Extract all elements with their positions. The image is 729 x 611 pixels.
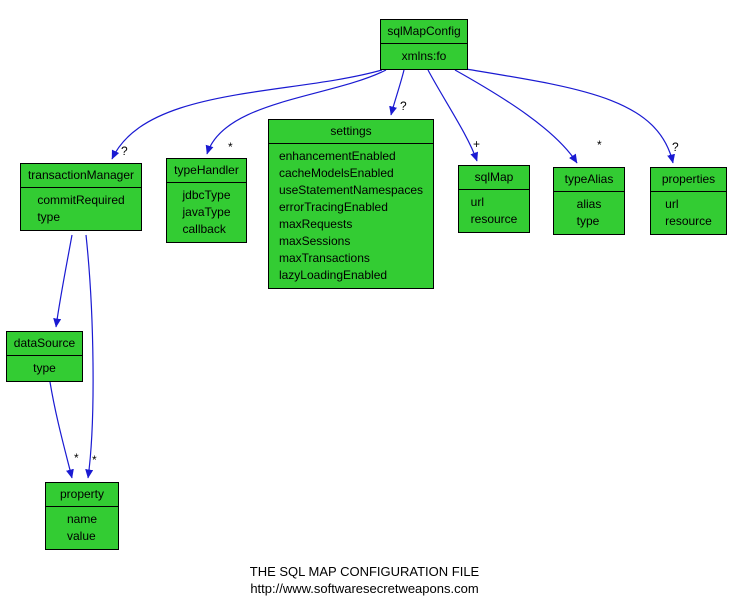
edge-sqlmapconfig-settings	[389, 69, 405, 116]
node-attribute: lazyLoadingEnabled	[278, 268, 388, 282]
node-sqlmap: sqlMap url resource	[458, 165, 530, 233]
node-attribute: type	[576, 214, 600, 228]
node-attribute: url	[470, 195, 484, 209]
multiplicity-label-typehandler: *	[228, 140, 233, 154]
node-sqlmapconfig: sqlMapConfig xmlns:fo	[380, 19, 468, 70]
node-title: transactionManager	[21, 164, 141, 188]
node-transactionmanager: transactionManager commitRequired type	[20, 163, 142, 231]
node-property: property name value	[45, 482, 119, 550]
node-title: sqlMapConfig	[381, 20, 467, 44]
edge-transactionmanager-datasource	[53, 234, 73, 328]
node-attribute: value	[66, 529, 96, 543]
node-title: typeHandler	[167, 159, 246, 183]
node-attribute: type	[33, 361, 56, 375]
node-attribute: maxSessions	[278, 234, 351, 248]
caption-title: THE SQL MAP CONFIGURATION FILE	[249, 564, 480, 579]
node-attributes: xmlns:fo	[381, 44, 467, 69]
node-attribute: alias	[576, 197, 602, 211]
edge-datasource-property	[49, 381, 74, 479]
node-attributes: type	[7, 356, 82, 381]
node-attribute: useStatementNamespaces	[278, 183, 424, 197]
node-settings: settings enhancementEnabled cacheModelsEn…	[268, 119, 434, 289]
node-title: sqlMap	[459, 166, 529, 190]
multiplicity-label-transactionmanager: ?	[121, 144, 128, 158]
node-attribute: name	[66, 512, 98, 526]
edge-sqlmapconfig-sqlmap	[427, 69, 478, 162]
node-attributes: alias type	[554, 192, 624, 234]
multiplicity-label-settings: ?	[400, 99, 407, 113]
node-attributes: name value	[46, 507, 118, 549]
edge-transactionmanager-property	[85, 234, 94, 479]
node-typehandler: typeHandler jdbcType javaType callback	[166, 158, 247, 243]
node-title: settings	[269, 120, 433, 144]
node-attribute: maxRequests	[278, 217, 353, 231]
node-attributes: jdbcType javaType callback	[167, 183, 246, 242]
edge-sqlmapconfig-typealias	[454, 69, 578, 164]
node-attribute: javaType	[182, 205, 231, 219]
node-attribute: commitRequired	[37, 193, 125, 207]
node-attribute: type	[37, 210, 60, 224]
node-attributes: url resource	[459, 190, 529, 232]
caption: THE SQL MAP CONFIGURATION FILE http://ww…	[0, 563, 729, 597]
node-attribute: cacheModelsEnabled	[278, 166, 394, 180]
node-attribute: maxTransactions	[278, 251, 370, 265]
node-title: dataSource	[7, 332, 82, 356]
node-title: property	[46, 483, 118, 507]
caption-url: http://www.softwaresecretweapons.com	[250, 581, 479, 596]
multiplicity-label-ds-property: *	[92, 453, 97, 467]
node-title: typeAlias	[554, 168, 624, 192]
node-attribute: callback	[182, 222, 226, 236]
node-attributes: commitRequired type	[21, 188, 141, 230]
multiplicity-label-sqlmap: +	[473, 137, 481, 151]
edge-sqlmapconfig-transactionmanager	[111, 69, 383, 160]
node-typealias: typeAlias alias type	[553, 167, 625, 235]
node-attribute: resource	[470, 212, 518, 226]
edge-sqlmapconfig-properties	[465, 68, 675, 164]
node-datasource: dataSource type	[6, 331, 83, 382]
node-attribute: enhancementEnabled	[278, 149, 396, 163]
node-attributes: enhancementEnabled cacheModelsEnabled useS…	[269, 144, 433, 288]
node-attribute: xmlns:fo	[401, 49, 447, 63]
node-attributes: url resource	[651, 192, 726, 234]
node-attribute: jdbcType	[182, 188, 231, 202]
node-attribute: errorTracingEnabled	[278, 200, 388, 214]
edge-sqlmapconfig-typehandler	[205, 69, 387, 155]
multiplicity-label-typealias: *	[597, 138, 602, 152]
node-attribute: url	[665, 197, 679, 211]
node-title: properties	[651, 168, 726, 192]
node-properties: properties url resource	[650, 167, 727, 235]
multiplicity-label-tm-property: *	[74, 451, 79, 465]
multiplicity-label-properties: ?	[672, 140, 679, 154]
node-attribute: resource	[665, 214, 712, 228]
